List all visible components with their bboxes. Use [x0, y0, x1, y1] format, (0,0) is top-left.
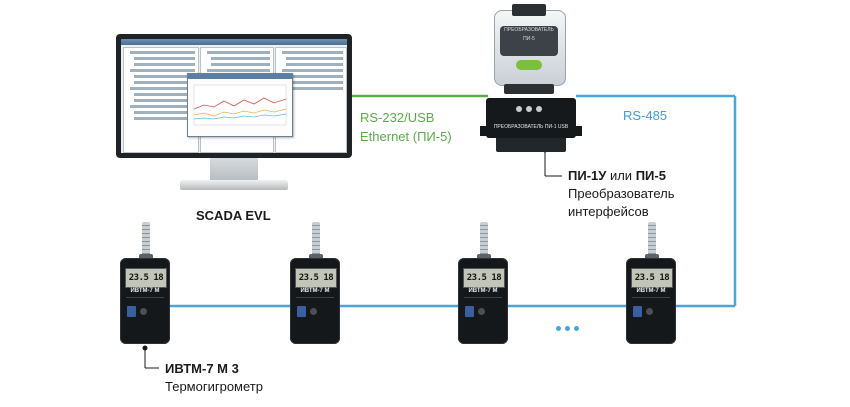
converter-desc-line2: интерфейсов: [568, 204, 649, 219]
lcd-temp: 23.5: [634, 273, 655, 283]
pc-link-line1: RS-232/USB: [360, 110, 435, 125]
converter-name-b: ПИ-5: [635, 168, 666, 183]
lcd-display: 23.5 18: [295, 268, 337, 288]
pi1u-body: [486, 98, 576, 138]
converter-caption: ПИ-1У или ПИ-5 Преобразователь интерфейс…: [568, 167, 675, 221]
pi5-terminal-block: [504, 84, 554, 94]
instrument-body: 23.5 18 ИВТМ-7 М: [120, 258, 170, 344]
lcd-display: 23.5 18: [463, 268, 505, 288]
pi1u-led-3: [536, 106, 542, 112]
probe-base: [645, 254, 659, 260]
trend-window-titlebar: [188, 74, 292, 79]
thermohygrometer-2: 23.5 18 ИВТМ-7 М: [290, 222, 340, 344]
pi1u-mount-right: [572, 126, 582, 136]
window-titlebar: [121, 39, 347, 45]
instrument-desc: Термогигрометр: [165, 379, 263, 394]
lcd-display: 23.5 18: [125, 268, 167, 288]
panel-divider: [296, 297, 334, 298]
power-button: [310, 308, 317, 315]
probe: [142, 222, 150, 256]
converter-name-a: ПИ-1У: [568, 168, 607, 183]
pi1u-label: ПРЕОБРАЗОВАТЕЛЬ ПИ-1 USB: [493, 124, 569, 130]
instrument-body: 23.5 18 ИВТМ-7 М: [290, 258, 340, 344]
instrument-name: ИВТМ-7 М 3: [165, 361, 239, 376]
monitor-bezel: [116, 34, 352, 158]
trend-line-1: [193, 97, 287, 110]
lcd-hum: 18: [491, 273, 502, 283]
power-button: [646, 308, 653, 315]
instrument-body: 23.5 18 ИВТМ-7 М: [458, 258, 508, 344]
converter-or: или: [606, 168, 636, 183]
more-devices-ellipsis: [556, 318, 583, 336]
converter-desc-line1: Преобразователь: [568, 186, 675, 201]
thermohygrometer-3: 23.5 18 ИВТМ-7 М: [458, 222, 508, 344]
probe: [480, 222, 488, 256]
instrument-caption: ИВТМ-7 М 3 Термогигрометр: [165, 360, 263, 396]
lcd-temp: 23.5: [466, 273, 487, 283]
converter-caption-title: ПИ-1У или ПИ-5: [568, 167, 675, 185]
pi1u-mount-left: [480, 126, 490, 136]
probe-base: [477, 254, 491, 260]
bus-label: RS-485: [623, 108, 668, 123]
pi5-plate-line1: ПРЕОБРАЗОВАТЕЛЬ: [504, 27, 554, 33]
lcd-temp: 23.5: [298, 273, 319, 283]
pi1u-led-1: [516, 106, 522, 112]
pi5-converter: ПРЕОБРАЗОВАТЕЛЬ ПИ-5: [486, 4, 572, 98]
panel-divider: [126, 297, 164, 298]
thermohygrometer-4: 23.5 18 ИВТМ-7 М: [626, 222, 676, 344]
instrument-panel-name: ИВТМ-7 М: [130, 288, 160, 294]
mode-button: [465, 306, 474, 317]
trend-line-3: [193, 113, 287, 120]
pi5-plate-line2: ПИ-5: [523, 36, 535, 42]
instrument-panel-name: ИВТМ-7 М: [468, 288, 498, 294]
panel-divider: [632, 297, 670, 298]
probe-base: [139, 254, 153, 260]
scada-screen: [121, 39, 347, 153]
mode-button: [127, 306, 136, 317]
thermohygrometer-1: 23.5 18 ИВТМ-7 М: [120, 222, 170, 344]
mode-button: [297, 306, 306, 317]
power-button: [478, 308, 485, 315]
pc-link-label: RS-232/USB Ethernet (ПИ-5): [360, 108, 452, 146]
lcd-hum: 18: [153, 273, 164, 283]
pi1u-led-2: [526, 106, 532, 112]
probe-base: [309, 254, 323, 260]
trend-chart-window: [187, 73, 293, 137]
mode-button: [633, 306, 642, 317]
lcd-hum: 18: [659, 273, 670, 283]
lcd-display: 23.5 18: [631, 268, 673, 288]
pi5-top-connector: [512, 4, 546, 16]
instrument-pointer-dot: [142, 345, 148, 351]
lcd-temp: 23.5: [128, 273, 149, 283]
panel-divider: [464, 297, 502, 298]
pi1u-converter: ПРЕОБРАЗОВАТЕЛЬ ПИ-1 USB: [480, 98, 582, 154]
lcd-hum: 18: [323, 273, 334, 283]
monitor-stand: [180, 180, 288, 190]
monitor-neck: [210, 158, 258, 180]
computer-monitor: [116, 34, 352, 190]
tree-pane-left: [123, 47, 199, 153]
trend-line-2: [193, 108, 287, 117]
instrument-caption-title: ИВТМ-7 М 3: [165, 360, 263, 378]
probe: [312, 222, 320, 256]
trend-chart: [193, 84, 287, 126]
power-button: [140, 308, 147, 315]
pi5-logo-badge: [516, 60, 542, 70]
scada-label: SCADA EVL: [196, 208, 271, 223]
pc-link-line2: Ethernet (ПИ-5): [360, 129, 452, 144]
instrument-panel-name: ИВТМ-7 М: [636, 288, 666, 294]
instrument-body: 23.5 18 ИВТМ-7 М: [626, 258, 676, 344]
pi5-plate: ПРЕОБРАЗОВАТЕЛЬ ПИ-5: [500, 26, 558, 56]
probe: [648, 222, 656, 256]
instrument-panel-name: ИВТМ-7 М: [300, 288, 330, 294]
